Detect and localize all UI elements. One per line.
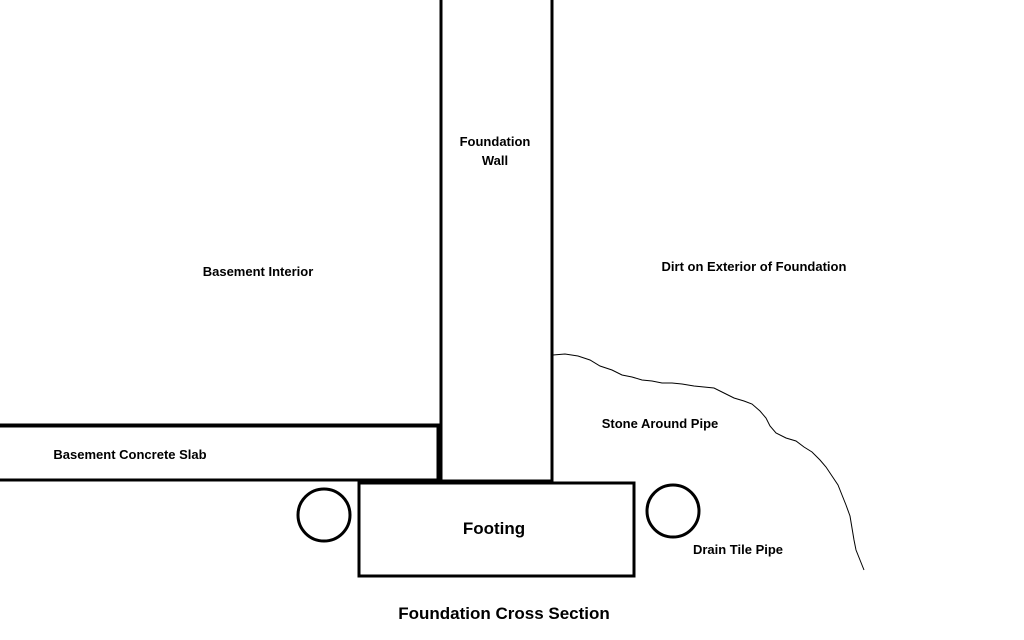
footing — [357, 481, 636, 578]
basement-concrete-slab — [0, 424, 440, 482]
drain-tile-pipe-exterior — [645, 483, 701, 539]
drain-tile-pipe-label: Drain Tile Pipe — [693, 542, 783, 557]
footing-label: Footing — [463, 519, 525, 538]
stone-around-pipe-label: Stone Around Pipe — [602, 416, 719, 431]
foundation-wall-label-line2: Wall — [482, 153, 508, 168]
diagram-caption: Foundation Cross Section — [398, 604, 610, 623]
basement-interior-label: Basement Interior — [203, 264, 314, 279]
stone-boundary-line — [552, 353, 865, 571]
basement-slab-label: Basement Concrete Slab — [53, 447, 206, 462]
foundation-wall-label-line1: Foundation — [460, 134, 531, 149]
dirt-exterior-label: Dirt on Exterior of Foundation — [662, 259, 847, 274]
drain-tile-pipe-interior — [296, 487, 352, 543]
basement-interior-boundary — [0, 0, 443, 427]
foundation-wall — [439, 0, 554, 483]
